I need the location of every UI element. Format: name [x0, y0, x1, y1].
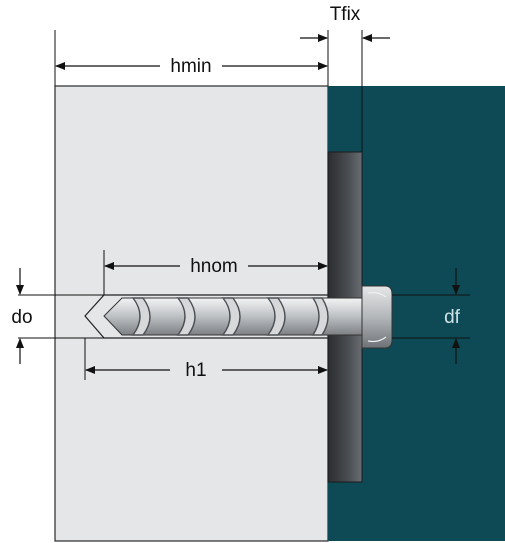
tfix-label: Tfix — [330, 4, 361, 25]
df-dimension: df — [444, 268, 461, 364]
hnom-dimension: hnom — [104, 256, 328, 277]
do-label: do — [11, 307, 32, 328]
h1-dimension: h1 — [85, 360, 328, 381]
hnom-label: hnom — [190, 256, 238, 277]
do-dimension: do — [11, 268, 33, 364]
drill-hole — [84, 294, 328, 339]
tfix-dimension: Tfix — [300, 4, 390, 42]
h1-label: h1 — [185, 360, 206, 381]
df-label: df — [444, 307, 461, 328]
hmin-label: hmin — [170, 56, 211, 77]
screw-head — [361, 285, 393, 349]
concrete-screw — [103, 285, 393, 349]
hmin-dimension: hmin — [55, 56, 328, 77]
